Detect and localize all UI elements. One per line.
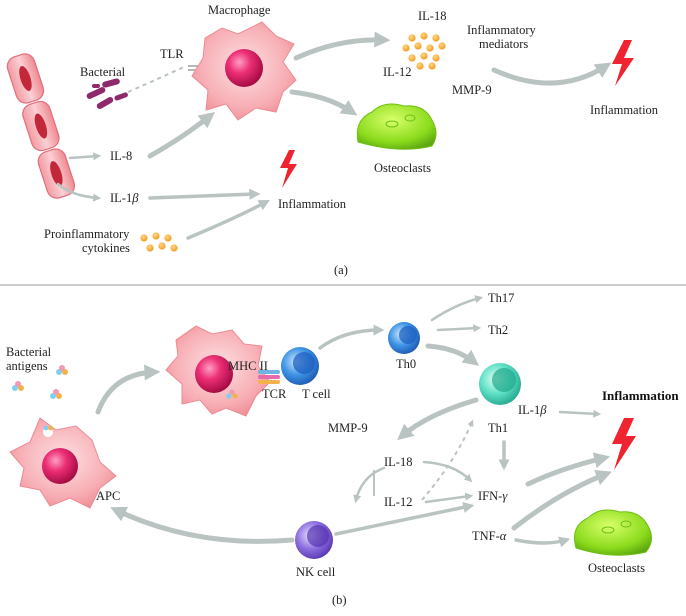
lightning-bolt-icon-b: [612, 418, 636, 470]
arrow-nk-to-apc: [110, 506, 295, 544]
th17-label: Th17: [488, 291, 514, 305]
arrow-macrophage-to-osteoclasts: [289, 89, 358, 116]
th2-label: Th2: [488, 323, 508, 337]
arrow-il1b-to-inflammation: [148, 188, 261, 200]
presenting-macrophage-icon: [165, 325, 271, 417]
bacterial-antigens-label-line2: antigens: [6, 359, 48, 373]
th0-cell-icon: [388, 322, 420, 354]
arrow-th0-to-th1: [425, 343, 480, 366]
tlr-label: TLR: [160, 47, 184, 61]
macrophage-cell-icon: [191, 21, 297, 121]
arrow-il12-to-th1-dashed: [421, 419, 474, 501]
inflammatory-mediators-label-line1: Inflammatory: [467, 23, 536, 37]
il8-label-a: IL-8: [110, 149, 132, 163]
inflammatory-mediators-label-line2: mediators: [479, 37, 528, 51]
bacteria-icon: [86, 78, 128, 109]
inflammation-label-b: Inflammation: [602, 388, 679, 403]
proinflammatory-label-line2: cytokines: [82, 241, 130, 255]
lightning-bolt-icon-a-right: [612, 40, 634, 86]
macrophage-label: Macrophage: [208, 3, 271, 17]
lightning-bolt-icon-a-mid: [280, 150, 297, 188]
arrow-il18-to-ifn: [422, 460, 473, 483]
arrow-il1b-to-inflammation-b: [558, 409, 602, 418]
th1-cell-icon: [479, 363, 521, 405]
mhc2-label: MHC II: [228, 359, 268, 373]
arrow-tnf-to-inflammation: [511, 470, 612, 531]
tnf-alpha-label: TNF-α: [472, 529, 507, 543]
th0-label: Th0: [396, 357, 416, 371]
inflammation-label-a-right: Inflammation: [590, 103, 659, 117]
apc-cell-icon: [9, 417, 117, 509]
arrow-mediators-to-inflammation: [491, 62, 612, 86]
inflammation-label-a-mid: Inflammation: [278, 197, 347, 211]
antigen-icon: [12, 365, 68, 399]
arrow-th1-to-mmp9: [397, 397, 479, 441]
arrow-ifn-to-inflammation: [525, 452, 611, 487]
il12-label-a: IL-12: [383, 65, 411, 79]
arrow-il18-to-nk: [353, 466, 386, 504]
osteoclast-icon-a: [356, 103, 437, 150]
il18-label-b: IL-18: [384, 455, 412, 469]
arrow-nk-to-tnf: [334, 501, 475, 536]
osteoclasts-label-b: Osteoclasts: [588, 561, 645, 575]
mhc-tcr-complex-icon: [258, 370, 280, 384]
osteoclast-icon-b: [574, 509, 652, 556]
il1b-label-a: IL-1β: [110, 191, 139, 205]
th1-label: Th1: [488, 421, 508, 435]
apc-label: APC: [96, 489, 120, 503]
panel-b-caption: (b): [332, 593, 347, 607]
mmp9-label-b: MMP-9: [328, 421, 368, 435]
t-cell-label: T cell: [302, 387, 331, 401]
nk-cell-icon: [295, 521, 333, 559]
cytokine-dots-icon: [140, 232, 178, 252]
arrow-cytokines-to-inflammation: [186, 199, 270, 240]
arrow-il8-to-macrophage: [147, 112, 216, 159]
panel-a-caption: (a): [334, 263, 348, 277]
blood-vessel-icon: [6, 53, 76, 199]
arrow-tcell-to-th0: [318, 324, 385, 350]
bacteria-tlr-dashed-line: [127, 65, 187, 93]
bacterial-antigens-label-line1: Bacterial: [6, 345, 52, 359]
tcr-label: TCR: [262, 387, 287, 401]
proinflammatory-label-line1: Proinflammatory: [44, 227, 130, 241]
il12-label-b: IL-12: [384, 495, 412, 509]
arrow-apc-to-presenting-cell: [95, 364, 161, 415]
nk-cell-label: NK cell: [296, 565, 336, 579]
inflammatory-mediator-dots-icon: [402, 32, 446, 70]
il18-label-a: IL-18: [418, 9, 446, 23]
arrow-il12-to-ifn: [424, 492, 474, 504]
osteoclasts-label-a: Osteoclasts: [374, 161, 431, 175]
arrow-vessel-to-il8: [68, 152, 102, 161]
arrow-tnf-to-osteoclasts: [514, 536, 571, 548]
arrow-vessel-to-il1b: [56, 182, 102, 202]
arrow-th0-to-th2: [436, 324, 482, 333]
ifn-gamma-label: IFN-γ: [478, 489, 508, 503]
arrow-macrophage-to-mediators: [293, 31, 391, 61]
bacterial-label: Bacterial: [80, 65, 126, 79]
il1b-label-b: IL-1β: [518, 403, 547, 417]
mmp9-label-a: MMP-9: [452, 83, 492, 97]
t-cell-icon: [281, 347, 319, 385]
arrow-th0-to-th17: [430, 295, 484, 322]
